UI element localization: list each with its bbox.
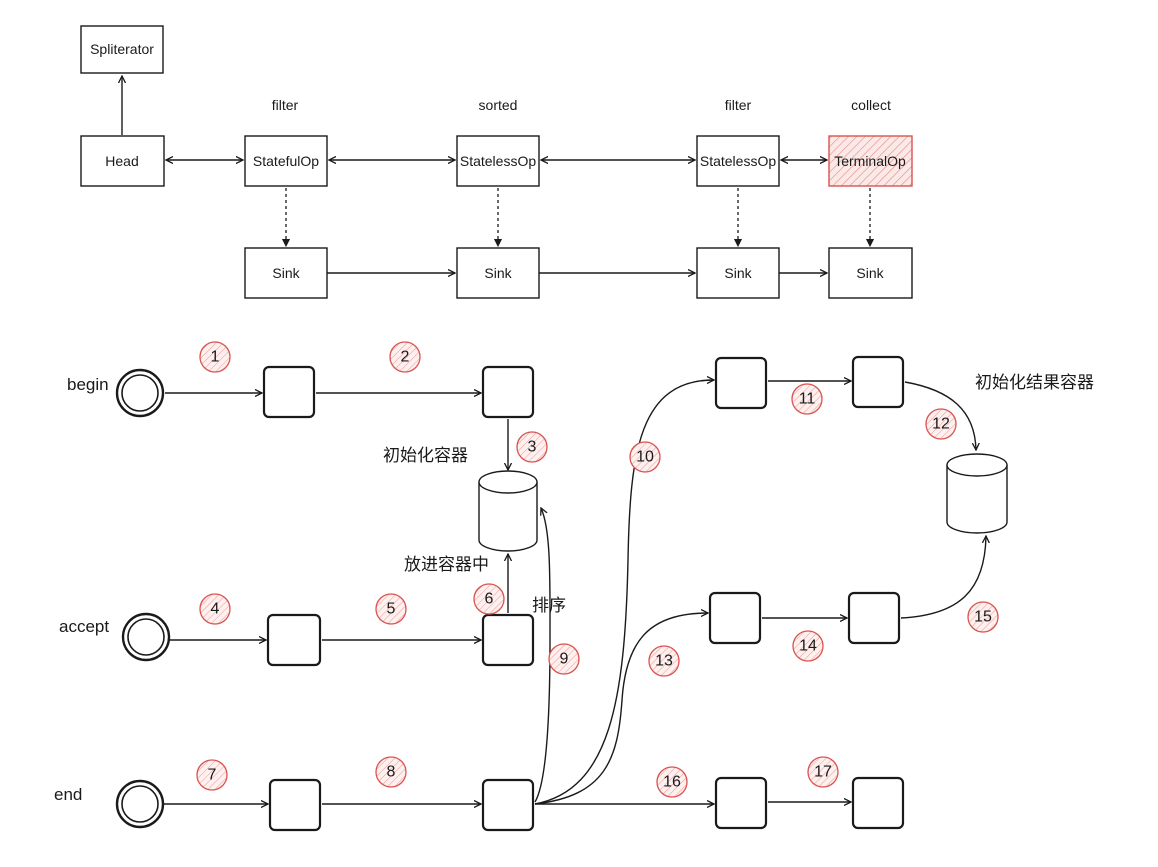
end-step-2-box (481, 778, 535, 832)
accept-step-2-box (481, 613, 535, 667)
svg-text:3: 3 (528, 439, 537, 456)
right-middle-step-1-box (708, 591, 762, 645)
svg-text:6: 6 (485, 591, 494, 608)
label-init-container: 初始化容器 (383, 446, 468, 466)
label-init-result-container: 初始化结果容器 (975, 373, 1094, 393)
right-top-step-1-box (714, 356, 768, 410)
step-badge-2: 2 (389, 341, 421, 373)
begin-step-1-box (262, 365, 316, 419)
svg-text:14: 14 (799, 638, 817, 655)
label-put-in-container: 放进容器中 (404, 555, 489, 575)
begin-step-2-box (481, 365, 535, 419)
svg-text:15: 15 (974, 609, 992, 626)
right-middle-step-2-box (847, 591, 901, 645)
label-sort: 排序 (532, 596, 566, 616)
svg-text:12: 12 (932, 416, 950, 433)
step-badge-1: 1 (199, 341, 231, 373)
step-badge-10: 10 (629, 441, 661, 473)
step-badge-16: 16 (656, 766, 688, 798)
row-label-end: end (54, 785, 82, 804)
row-label-begin: begin (67, 375, 109, 394)
accept-step-1-box (266, 613, 322, 667)
step-badge-17: 17 (807, 756, 839, 788)
sink-label-3: Sink (724, 265, 752, 281)
stateless-op-label-2: StatelessOp (700, 153, 776, 169)
sink-label-4: Sink (856, 265, 884, 281)
op-label-collect: collect (851, 97, 891, 113)
svg-text:2: 2 (401, 349, 410, 366)
end-start-circle (115, 779, 165, 829)
step-badge-6: 6 (473, 583, 505, 615)
stateless-op-node-1: StatelessOp (456, 135, 540, 187)
svg-text:13: 13 (655, 653, 673, 670)
step-badge-7: 7 (196, 759, 228, 791)
svg-text:8: 8 (387, 764, 396, 781)
op-label-filter-2: filter (725, 97, 752, 113)
stateful-op-label: StatefulOp (253, 153, 319, 169)
sink-label-1: Sink (272, 265, 300, 281)
step-badge-8: 8 (375, 756, 407, 788)
stateful-op-node: StatefulOp (244, 135, 328, 187)
step-badge-11: 11 (791, 383, 823, 415)
step-badge-5: 5 (375, 593, 407, 625)
right-bottom-step-1-box (714, 776, 768, 830)
stateless-op-node-2: StatelessOp (696, 135, 780, 187)
step-badge-14: 14 (792, 630, 824, 662)
spliterator-label: Spliterator (90, 41, 154, 57)
branch-to-middle-arrow (534, 613, 708, 805)
step-badge-3: 3 (516, 431, 548, 463)
right-middle-to-result-arrow (900, 536, 986, 619)
step-badge-4: 4 (199, 593, 231, 625)
sink-node-3: Sink (696, 247, 780, 299)
step-badge-12: 12 (925, 408, 957, 440)
terminal-op-node: TerminalOp (828, 135, 913, 187)
svg-text:10: 10 (636, 449, 654, 466)
step-badge-13: 13 (648, 645, 680, 677)
head-label: Head (105, 153, 138, 169)
svg-text:1: 1 (211, 349, 220, 366)
right-bottom-step-2-box (851, 776, 905, 830)
op-label-sorted: sorted (479, 97, 518, 113)
head-node: Head (80, 135, 165, 187)
sink-node-1: Sink (244, 247, 328, 299)
op-label-filter-1: filter (272, 97, 299, 113)
branch-to-top-arrow (534, 380, 714, 805)
step-badge-9: 9 (548, 643, 580, 675)
end-step-1-box (268, 778, 322, 832)
sink-node-2: Sink (456, 247, 540, 299)
right-top-step-2-box (851, 355, 905, 409)
svg-text:9: 9 (560, 651, 569, 668)
svg-text:11: 11 (799, 391, 816, 408)
accept-start-circle (121, 612, 171, 662)
svg-text:4: 4 (211, 601, 220, 618)
spliterator-node: Spliterator (80, 25, 164, 74)
right-top-to-result-arrow (904, 381, 976, 450)
container-cylinder (478, 470, 538, 552)
svg-text:5: 5 (387, 601, 396, 618)
result-container-cylinder (946, 453, 1008, 534)
row-label-accept: accept (59, 617, 109, 636)
begin-start-circle (115, 368, 165, 418)
svg-text:16: 16 (663, 774, 681, 791)
sink-node-4: Sink (828, 247, 913, 299)
step-badge-15: 15 (967, 601, 999, 633)
sink-label-2: Sink (484, 265, 512, 281)
terminal-op-label: TerminalOp (834, 153, 906, 169)
svg-text:7: 7 (208, 767, 217, 784)
sort-arrow (534, 508, 551, 803)
stateless-op-label-1: StatelessOp (460, 153, 536, 169)
svg-text:17: 17 (814, 764, 832, 781)
